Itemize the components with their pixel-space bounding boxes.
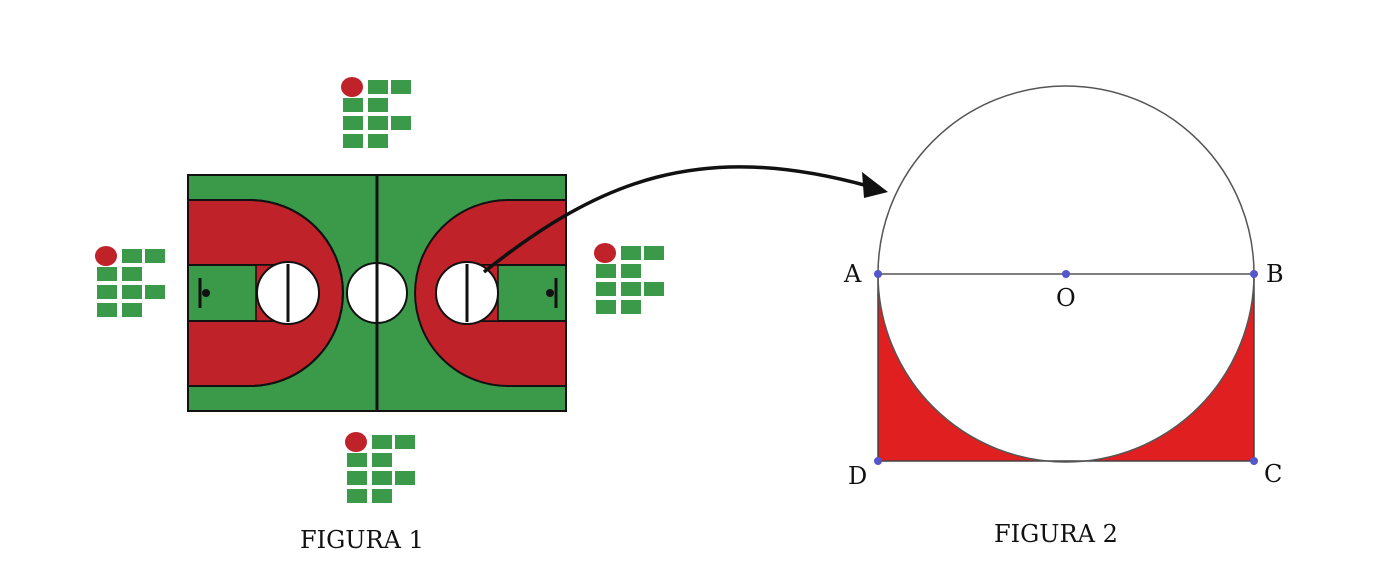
figure-2-caption: FIGURA 2 (994, 520, 1118, 548)
figure-1-caption: FIGURA 1 (300, 526, 424, 554)
basketball-court (187, 174, 567, 412)
logo-left (95, 246, 165, 317)
logo-top (341, 77, 411, 148)
logo-right (594, 243, 664, 314)
logo-bottom (345, 432, 415, 503)
